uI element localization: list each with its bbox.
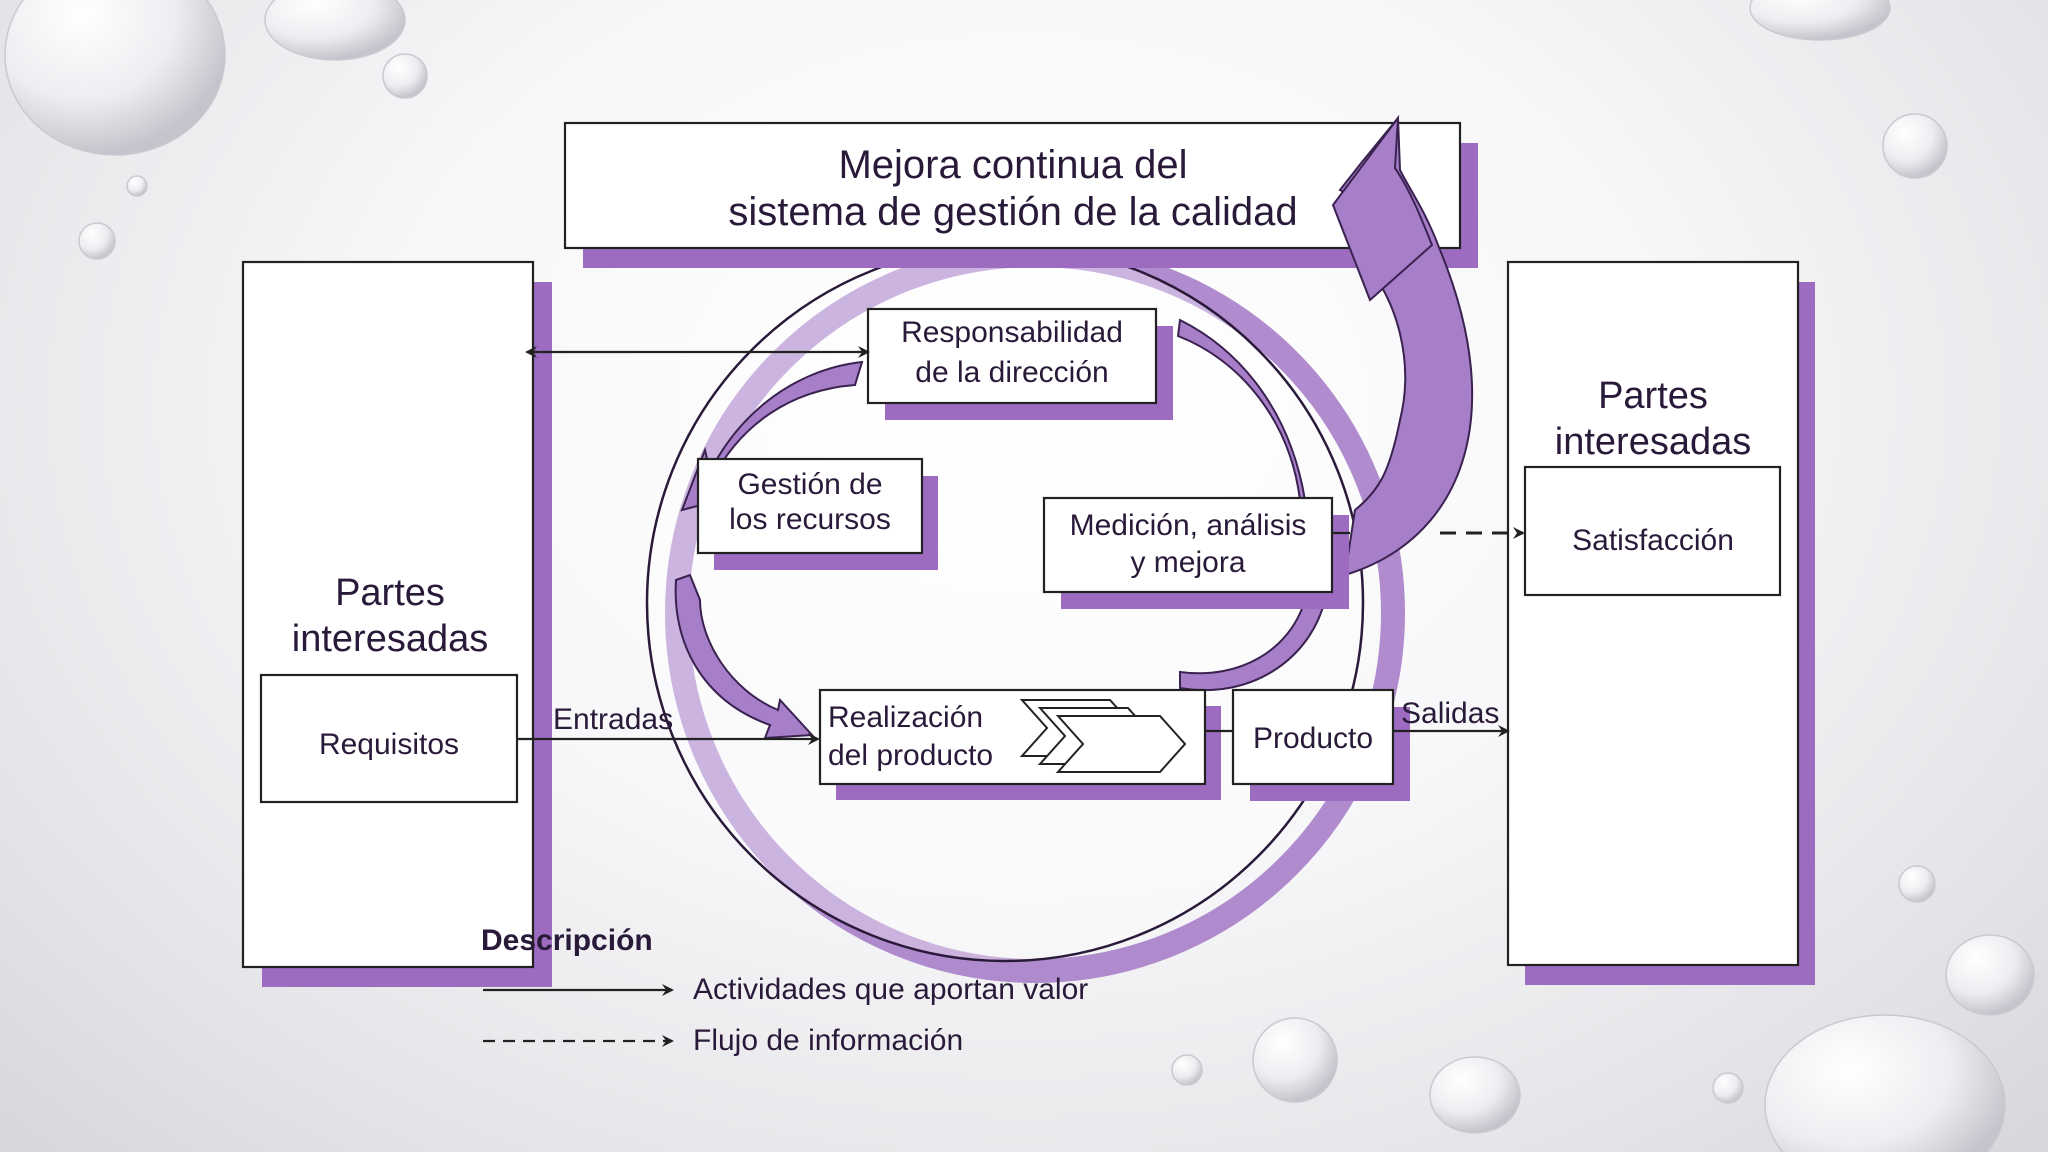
producto-box: Producto bbox=[1231, 688, 1410, 801]
water-drop bbox=[1171, 1054, 1203, 1086]
gestion-line2: los recursos bbox=[729, 503, 891, 536]
water-drop bbox=[1898, 865, 1936, 903]
medicion-line2: y mejora bbox=[1130, 546, 1245, 579]
realizacion-producto-box: Realización del producto bbox=[818, 688, 1221, 800]
right-panel-heading-line2: interesadas bbox=[1555, 421, 1751, 463]
title-line2: sistema de gestión de la calidad bbox=[728, 190, 1297, 234]
legend: Descripción Actividades que aportan valo… bbox=[481, 924, 1088, 1057]
producto-label: Producto bbox=[1253, 722, 1373, 755]
right-stakeholders-panel: Partes interesadas Satisfacción bbox=[1506, 260, 1815, 985]
legend-title: Descripción bbox=[481, 924, 653, 957]
water-drop bbox=[382, 53, 428, 99]
entradas-label: Entradas bbox=[553, 703, 673, 736]
medicion-line1: Medición, análisis bbox=[1070, 509, 1307, 542]
satisfaccion-box bbox=[1523, 465, 1782, 597]
water-drop bbox=[264, 0, 406, 61]
requisitos-label: Requisitos bbox=[319, 728, 459, 761]
chevron-process-icon bbox=[1019, 699, 1187, 773]
left-stakeholders-panel: Partes interesadas Requisitos bbox=[241, 260, 552, 987]
realizacion-line2: del producto bbox=[828, 739, 993, 772]
gestion-recursos-box: Gestión de los recursos bbox=[696, 457, 938, 570]
legend-dashed-label: Flujo de información bbox=[693, 1024, 963, 1057]
water-drop bbox=[1712, 1072, 1744, 1104]
left-panel-heading-line2: interesadas bbox=[292, 618, 488, 660]
title-line1: Mejora continua del bbox=[838, 143, 1187, 187]
gestion-line1: Gestión de bbox=[737, 468, 882, 501]
salidas-label: Salidas bbox=[1401, 697, 1499, 730]
left-panel-heading-line1: Partes bbox=[335, 572, 445, 614]
title-box: Mejora continua del sistema de gestión d… bbox=[563, 121, 1478, 268]
responsabilidad-direccion-box: Responsabilidad de la dirección bbox=[866, 307, 1173, 420]
medicion-analisis-mejora-box: Medición, análisis y mejora bbox=[1042, 496, 1349, 609]
realizacion-line1: Realización bbox=[828, 701, 983, 734]
responsabilidad-line2: de la dirección bbox=[915, 356, 1108, 389]
water-drop bbox=[1882, 113, 1948, 179]
water-drop bbox=[126, 175, 148, 197]
water-drop bbox=[1252, 1017, 1338, 1103]
right-panel-heading-line1: Partes bbox=[1598, 375, 1708, 417]
water-drop bbox=[1749, 0, 1891, 41]
water-drop bbox=[78, 222, 116, 260]
satisfaccion-label: Satisfacción bbox=[1572, 524, 1734, 557]
legend-solid-label: Actividades que aportan valor bbox=[693, 973, 1088, 1006]
water-drop bbox=[1429, 1056, 1521, 1134]
water-drop bbox=[1945, 934, 2035, 1016]
water-drop bbox=[4, 0, 226, 156]
requisitos-box bbox=[259, 673, 519, 804]
decorative-water-drops bbox=[4, 0, 2035, 1152]
water-drop bbox=[1764, 1014, 2006, 1152]
continuous-improvement-arrow-head bbox=[1331, 114, 1434, 302]
responsabilidad-line1: Responsabilidad bbox=[901, 316, 1123, 349]
